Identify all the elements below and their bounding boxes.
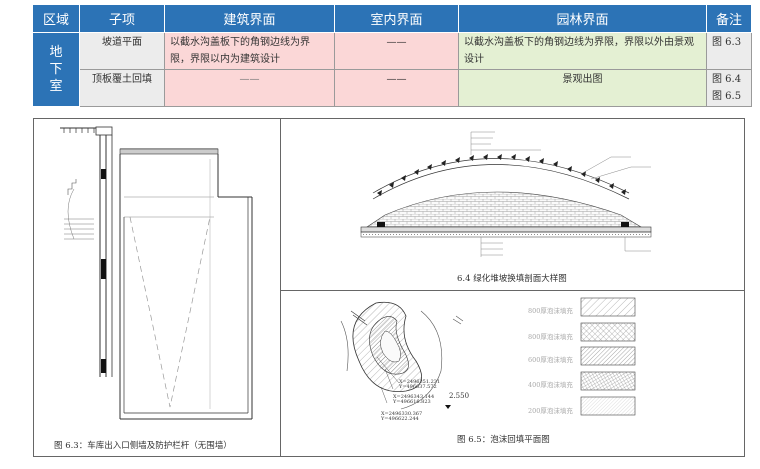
coordinate-y: Y=496637.572 <box>399 384 437 390</box>
subitem-cell: 顶板覆土回填 <box>79 69 165 107</box>
coordinate-x: X=2496330.367 <box>381 411 423 417</box>
table-header-row: 区域 子项 建筑界面 室内界面 园林界面 备注 <box>32 4 752 33</box>
elevation-label: 2.550 <box>449 392 470 400</box>
landscape-cell: 以截水沟盖板下的角钢边线为界限，界限以外由景观设计 <box>458 32 707 70</box>
header-subitem: 子项 <box>79 4 165 33</box>
header-note: 备注 <box>706 4 752 33</box>
figure-6-4: 6.4 绿化堆坡换填剖面大样图 <box>280 118 745 292</box>
foam-backfill-plan <box>340 301 464 410</box>
note-line: 图 6.4 <box>712 74 742 85</box>
interface-table: 区域 子项 建筑界面 室内界面 园林界面 备注 地下室 坡道平面 以截水沟盖板下… <box>32 4 752 107</box>
legend-label: 200厚泡沫填充 <box>528 407 573 415</box>
figure-6-3: 图 6.3：车库出入口侧墙及防护栏杆（无围墙） <box>33 118 282 457</box>
header-region: 区域 <box>32 4 80 33</box>
coordinate-x: X=2496351.231 <box>399 379 441 385</box>
note-cell: 图 6.3 <box>706 32 752 70</box>
region-cell: 地下室 <box>32 32 80 107</box>
header-landscape: 园林界面 <box>458 4 707 33</box>
figure-6-5: X=2496351.231 Y=496637.572 X=2496343.144… <box>280 290 745 457</box>
note-line: 图 6.5 <box>712 91 742 102</box>
interior-cell: —— <box>334 69 459 107</box>
architecture-cell: 以截水沟盖板下的角钢边线为界限，界限以内为建筑设计 <box>164 32 335 70</box>
legend-label: 600厚泡沫填充 <box>528 356 573 364</box>
figure-6-4-caption: 6.4 绿化堆坡换填剖面大样图 <box>457 274 567 284</box>
architecture-cell: —— <box>164 69 335 107</box>
table-row: 地下室 坡道平面 以截水沟盖板下的角钢边线为界限，界限以内为建筑设计 —— 以截… <box>32 32 752 107</box>
figure-6-5-caption: 图 6.5：泡沫回填平面图 <box>457 435 550 445</box>
subitem-cell: 坡道平面 <box>79 32 165 70</box>
coordinate-y: Y=496622.244 <box>381 416 419 422</box>
garage-entrance-drawing <box>60 126 253 420</box>
coordinate-y: Y=496616.823 <box>393 399 431 405</box>
legend-label: 800厚泡沫填充 <box>528 333 573 341</box>
header-interior: 室内界面 <box>334 4 459 33</box>
note-cell: 图 6.4 图 6.5 <box>706 69 752 107</box>
interior-cell: —— <box>334 32 459 70</box>
coordinate-x: X=2496343.144 <box>393 394 435 400</box>
figure-6-3-caption: 图 6.3：车库出入口侧墙及防护栏杆（无围墙） <box>54 441 232 451</box>
legend-label: 800厚泡沫填充 <box>528 307 573 315</box>
header-architecture: 建筑界面 <box>164 4 335 33</box>
landscape-cell: 景观出图 <box>458 69 707 107</box>
legend-label: 400厚泡沫填充 <box>528 381 573 389</box>
slope-section-drawing <box>360 131 652 257</box>
region-label: 地下室 <box>49 45 63 94</box>
table-row: 顶板覆土回填 —— —— 景观出图 图 6.4 图 6.5 <box>33 69 752 107</box>
